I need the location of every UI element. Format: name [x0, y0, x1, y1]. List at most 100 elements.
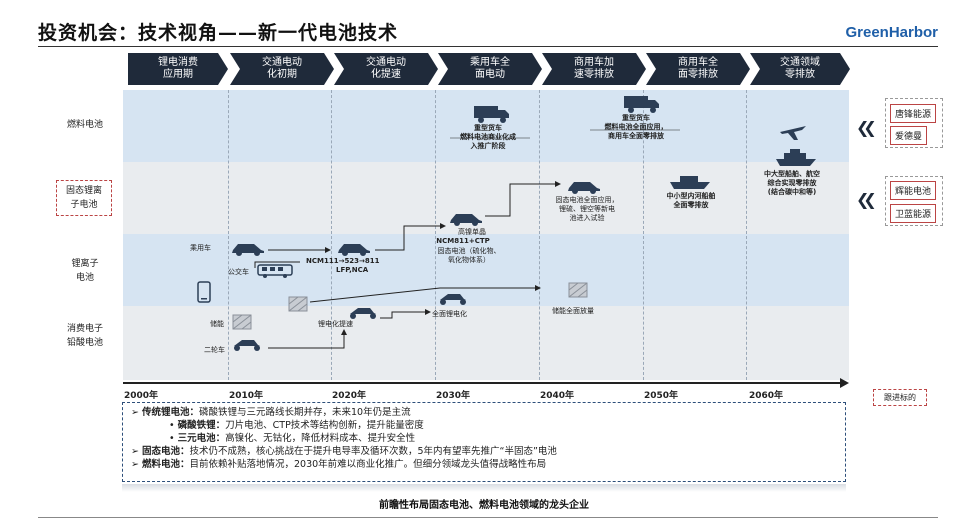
label-high-nickel: 高镍单晶	[458, 228, 486, 236]
phase-6: 商用车全 面零排放	[646, 53, 750, 85]
timeline-axis	[123, 382, 843, 384]
band-fuel-cell	[123, 90, 849, 162]
grid-line-2020	[331, 90, 332, 380]
row-label-lithium-ion: 锂离子 电池	[71, 259, 99, 283]
phase-7: 交通领域 零排放	[750, 53, 850, 85]
note-key: 固态电池：	[141, 446, 190, 457]
grid-line-2010	[228, 90, 229, 380]
notes-shadow	[122, 484, 846, 492]
solid-state-company-group	[885, 176, 943, 226]
label-ship-aircraft: 中大型船舶、航空 综合实现零排放 (结合碳中和等)	[764, 170, 820, 196]
note-text: 磷酸铁锂与三元路线长期并存，未来10年仍是主流	[199, 407, 411, 418]
note-item: ➢ 固态电池：技术仍不成熟，核心挑战在于提升电导率及循环次数，5年内有望率先推广…	[131, 446, 557, 457]
company-fuel-cell-1: 唐锋能源	[890, 104, 937, 123]
tablet-icon	[197, 281, 211, 303]
grid-line-2040	[539, 90, 540, 380]
label-ncm-path: NCM111→523→811	[306, 257, 380, 265]
row-label-fuel-cell: 燃料电池	[66, 120, 103, 130]
phase-3: 交通电动 化提速	[334, 53, 438, 85]
note-item: • 磷酸铁锂：刀片电池、CTP技术等结构创新，提升能量密度	[169, 420, 424, 431]
conclusion-text: 前瞻性布局固态电池、燃料电池领域的龙头企业	[379, 500, 589, 511]
year-label: 2010年	[229, 391, 264, 401]
scooter-icon	[234, 340, 260, 351]
band-solid-state	[123, 162, 849, 234]
phase-label: 交通电动 化初期	[262, 57, 302, 80]
note-text: 目前依赖补贴落地情况，2030年前难以商业化推广。但细分领域龙头值得战略性布局	[189, 459, 547, 470]
row-label-consumer-lead: 消费电子 铅酸电池	[66, 324, 103, 348]
battery-storage-icon	[288, 296, 308, 312]
scooter-icon	[440, 294, 466, 305]
company-fuel-cell-2: 爱德曼	[890, 126, 928, 145]
phase-label: 商用车加 速零排放	[574, 57, 614, 80]
car-icon	[450, 214, 482, 226]
note-key: 三元电池：	[177, 433, 226, 444]
ship-icon	[670, 176, 710, 189]
brand-logo: GreenHarbor	[845, 24, 938, 41]
company-solid-state-2: 卫蓝能源	[890, 204, 937, 223]
notes-box: ➢ 传统锂电池：磷酸铁锂与三元路线长期并存，未来10年仍是主流 • 磷酸铁锂：刀…	[122, 402, 846, 482]
label-solid-state-intro: 固态电池（硫化物、 氧化物体系）	[437, 247, 501, 264]
label-small-ship: 中小型内河船舶 全面零排放	[666, 192, 716, 209]
car-icon	[232, 244, 264, 256]
car-icon	[338, 244, 370, 256]
label-storage-li-accel: 锂电化提速	[318, 320, 353, 328]
note-key: 磷酸铁锂：	[177, 420, 226, 431]
note-key: 燃料电池：	[141, 459, 190, 470]
note-text: 刀片电池、CTP技术等结构创新，提升能量密度	[225, 420, 424, 431]
cruise-ship-icon	[776, 149, 816, 166]
phase-4: 乘用车全 面电动	[438, 53, 542, 85]
phase-2: 交通电动 化初期	[230, 53, 334, 85]
airplane-icon	[780, 126, 806, 140]
heavy-truck-icon	[474, 106, 509, 123]
car-icon	[568, 182, 600, 194]
label-bus: 公交车	[228, 268, 249, 276]
heavy-truck-icon	[624, 96, 659, 113]
year-label: 2020年	[332, 391, 367, 401]
grid-line-2030	[435, 90, 436, 380]
battery-storage-icon	[232, 314, 252, 330]
label-two-wheeler: 二轮车	[204, 346, 225, 354]
phase-label: 交通电动 化提速	[366, 57, 406, 80]
label-full-li: 全面锂电化	[432, 310, 467, 318]
year-label: 2000年	[124, 391, 159, 401]
year-label: 2050年	[644, 391, 679, 401]
chevron-left-icon: ❮❮	[856, 190, 877, 209]
fuel-cell-company-group	[885, 98, 943, 148]
label-storage: 储能	[210, 320, 224, 328]
company-solid-state-1: 辉能电池	[890, 181, 937, 200]
follow-target-legend: 跟进标的	[873, 389, 927, 406]
label-heavy-truck-full: 重型货车 燃料电池全面应用， 商用车全面零排放	[604, 114, 668, 140]
year-label: 2030年	[436, 391, 471, 401]
year-label: 2040年	[540, 391, 575, 401]
note-text: 高镍化、无钴化，降低材料成本、提升安全性	[225, 433, 416, 444]
label-ncm-ctp: NCM811+CTP	[436, 237, 490, 245]
page-title: 投资机会：技术视角——新一代电池技术	[38, 22, 399, 44]
label-passenger-car: 乘用车	[190, 244, 211, 252]
phase-label: 锂电消费 应用期	[158, 57, 198, 80]
label-heavy-truck-commercial: 重型货车 燃料电池商业化成 入推广阶段	[460, 124, 516, 150]
phase-5: 商用车加 速零排放	[542, 53, 646, 85]
note-key: 传统锂电池：	[141, 407, 199, 418]
title-divider	[38, 46, 938, 47]
label-solid-state-full: 固态电池全面应用， 锂硫、锂空等新电 池进入试验	[555, 196, 619, 222]
battery-storage-icon	[568, 282, 588, 298]
row-label-solid-state: 固态锂离 子电池	[56, 180, 112, 216]
phase-label: 交通领域 零排放	[780, 57, 820, 80]
phase-1: 锂电消费 应用期	[128, 53, 228, 85]
year-label: 2060年	[749, 391, 784, 401]
scooter-icon	[350, 308, 376, 319]
bus-icon	[257, 264, 293, 278]
phase-label: 商用车全 面零排放	[678, 57, 718, 80]
note-text: 技术仍不成熟，核心挑战在于提升电导率及循环次数，5年内有望率先推广“半固态”电池	[189, 446, 557, 457]
phase-label: 乘用车全 面电动	[470, 57, 510, 80]
note-item: ➢ 传统锂电池：磷酸铁锂与三元路线长期并存，未来10年仍是主流	[131, 407, 411, 418]
note-item: ➢ 燃料电池：目前依赖补贴落地情况，2030年前难以商业化推广。但细分领域龙头值…	[131, 459, 547, 470]
footer-divider	[38, 517, 938, 518]
label-storage-full: 储能全面放量	[552, 307, 594, 315]
grid-line-2060	[746, 90, 747, 380]
chevron-left-icon: ❮❮	[856, 118, 877, 137]
note-item: • 三元电池：高镍化、无钴化，降低材料成本、提升安全性	[169, 433, 416, 444]
label-lfp-nca: LFP,NCA	[336, 266, 369, 274]
timeline-arrow	[840, 378, 849, 388]
